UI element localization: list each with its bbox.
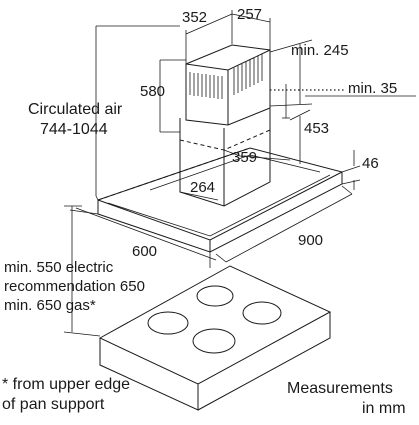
- dim-chimney-depth: 257: [237, 6, 262, 23]
- dim-264: 264: [190, 179, 215, 196]
- units-line-2: in mm: [362, 400, 406, 417]
- label-circulated-air: Circulated air: [28, 101, 123, 118]
- hood-canopy: [97, 147, 343, 253]
- burner-front-left: [147, 311, 189, 335]
- dim-canopy-thickness: 46: [362, 155, 379, 172]
- dim-359: 359: [232, 149, 257, 166]
- dim-hood-depth: 600: [132, 243, 157, 260]
- label-recommendation-650: recommendation 650: [4, 278, 145, 295]
- dim-453: 453: [304, 120, 329, 137]
- dimension-labels: 352 257 min. 245 580 min. 35 453 359 264…: [2, 6, 406, 417]
- label-min-650-gas: min. 650 gas*: [4, 297, 96, 314]
- footnote-line-1: * from upper edge: [2, 376, 130, 393]
- units-line-1: Measurements: [287, 380, 393, 397]
- dimension-lines: [63, 10, 416, 337]
- label-min-550-electric: min. 550 electric: [4, 259, 114, 276]
- label-circulated-air-range: 744-1044: [40, 121, 108, 138]
- burner-front-right: [192, 328, 236, 354]
- chimney-vent-slots: [189, 54, 263, 99]
- dim-580: 580: [140, 83, 165, 100]
- burner-back-left: [196, 285, 234, 307]
- dim-chimney-width: 352: [182, 9, 207, 26]
- dim-hood-width: 900: [298, 232, 323, 249]
- chimney-upper-section: [185, 44, 271, 126]
- footnote-line-2: of pan support: [2, 396, 105, 413]
- cooktop: [98, 265, 332, 411]
- dim-min-35: min. 35: [348, 80, 397, 97]
- burner-back-right: [242, 301, 282, 325]
- dim-min-245: min. 245: [291, 42, 349, 59]
